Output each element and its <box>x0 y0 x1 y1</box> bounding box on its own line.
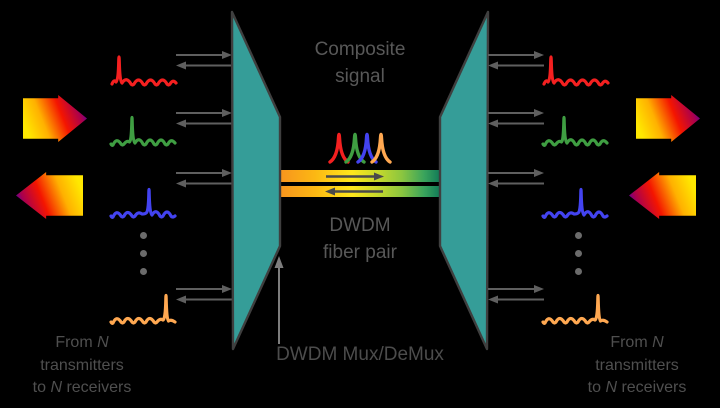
channel-io-arrows-icon <box>176 109 232 128</box>
right-caption: From N transmitters to N receivers <box>587 334 687 396</box>
left-caption: From N transmitters to N receivers <box>32 334 132 396</box>
left-backward-arrow-icon <box>16 172 83 219</box>
right-mux-demux <box>438 10 490 351</box>
ellipsis-dot <box>140 250 147 257</box>
fiber-direction-right-icon <box>326 172 384 181</box>
channel-io-arrows-icon <box>176 285 232 304</box>
fiber-pair-label: DWDM fiber pair <box>323 215 397 263</box>
spectrum-red-right-icon <box>542 55 610 87</box>
spectrum-red-left-icon <box>110 55 178 87</box>
fiber-direction-left-icon <box>325 187 383 196</box>
composite-signal-label: Composite signal <box>314 39 406 87</box>
channel-io-arrows-icon <box>488 109 544 128</box>
channel-io-arrows-icon <box>488 169 544 188</box>
ellipsis-dot <box>575 250 582 257</box>
ellipsis-dot <box>140 268 147 275</box>
left-mux-demux <box>230 10 282 351</box>
spectrum-blue-left-icon <box>109 187 177 219</box>
channel-io-arrows-icon <box>488 285 544 304</box>
ellipsis-dot <box>140 232 147 239</box>
left-forward-arrow-icon <box>23 95 87 142</box>
channel-io-arrows-icon <box>176 51 232 70</box>
composite-peaks-icon <box>328 132 392 164</box>
spectrum-green-right-icon <box>541 115 609 147</box>
spectrum-orange-left-icon <box>109 293 177 325</box>
channel-io-arrows-icon <box>176 169 232 188</box>
ellipsis-dot <box>575 232 582 239</box>
spectrum-orange-right-icon <box>541 293 609 325</box>
mux-pointer-arrow-icon <box>274 256 284 344</box>
channel-io-arrows-icon <box>488 51 544 70</box>
right-backward-arrow-icon <box>629 172 696 219</box>
mux-demux-label: DWDM Mux/DeMux <box>276 344 444 365</box>
right-forward-arrow-icon <box>636 95 700 142</box>
spectrum-green-left-icon <box>109 115 177 147</box>
spectrum-blue-right-icon <box>541 187 609 219</box>
ellipsis-dot <box>575 268 582 275</box>
